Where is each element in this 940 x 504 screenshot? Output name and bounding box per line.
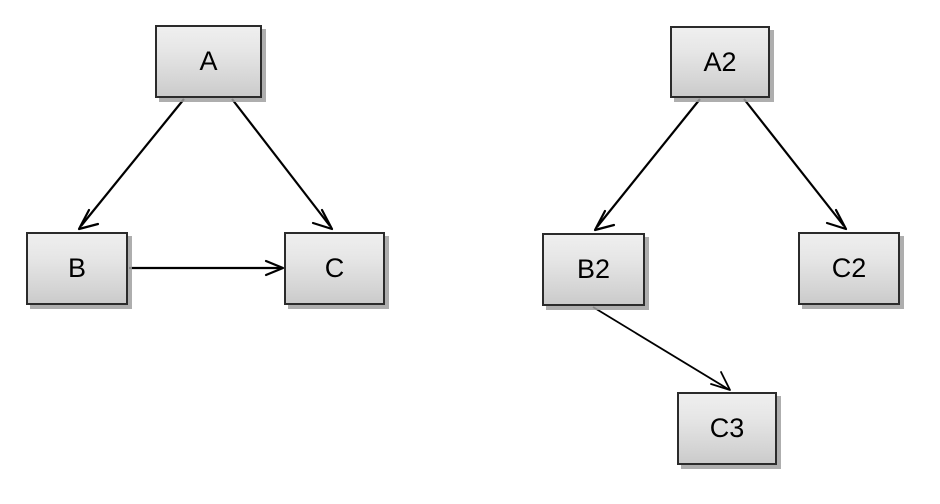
edge-a-to-c[interactable] (231, 98, 334, 231)
node-c2-label: C2 (831, 253, 867, 283)
node-b-label: B (67, 253, 86, 283)
node-b2[interactable]: B2 (542, 233, 645, 306)
node-c-label: C (324, 253, 345, 283)
node-c2[interactable]: C2 (798, 232, 900, 305)
edge-a2-to-c2[interactable] (743, 98, 848, 231)
edge-b-to-c[interactable] (129, 259, 285, 277)
edge-b2-to-c3[interactable] (592, 306, 731, 391)
node-c3-label: C3 (709, 413, 745, 443)
edge-a2-to-b2[interactable] (593, 98, 701, 232)
edge-a-to-b[interactable] (77, 98, 185, 231)
node-c[interactable]: C (284, 232, 385, 305)
node-c3[interactable]: C3 (677, 392, 777, 465)
node-a2[interactable]: A2 (670, 26, 770, 98)
node-a-label: A (199, 46, 218, 76)
node-a[interactable]: A (155, 25, 262, 98)
node-b[interactable]: B (26, 232, 128, 305)
node-b2-label: B2 (576, 254, 611, 284)
node-a2-label: A2 (703, 46, 737, 77)
